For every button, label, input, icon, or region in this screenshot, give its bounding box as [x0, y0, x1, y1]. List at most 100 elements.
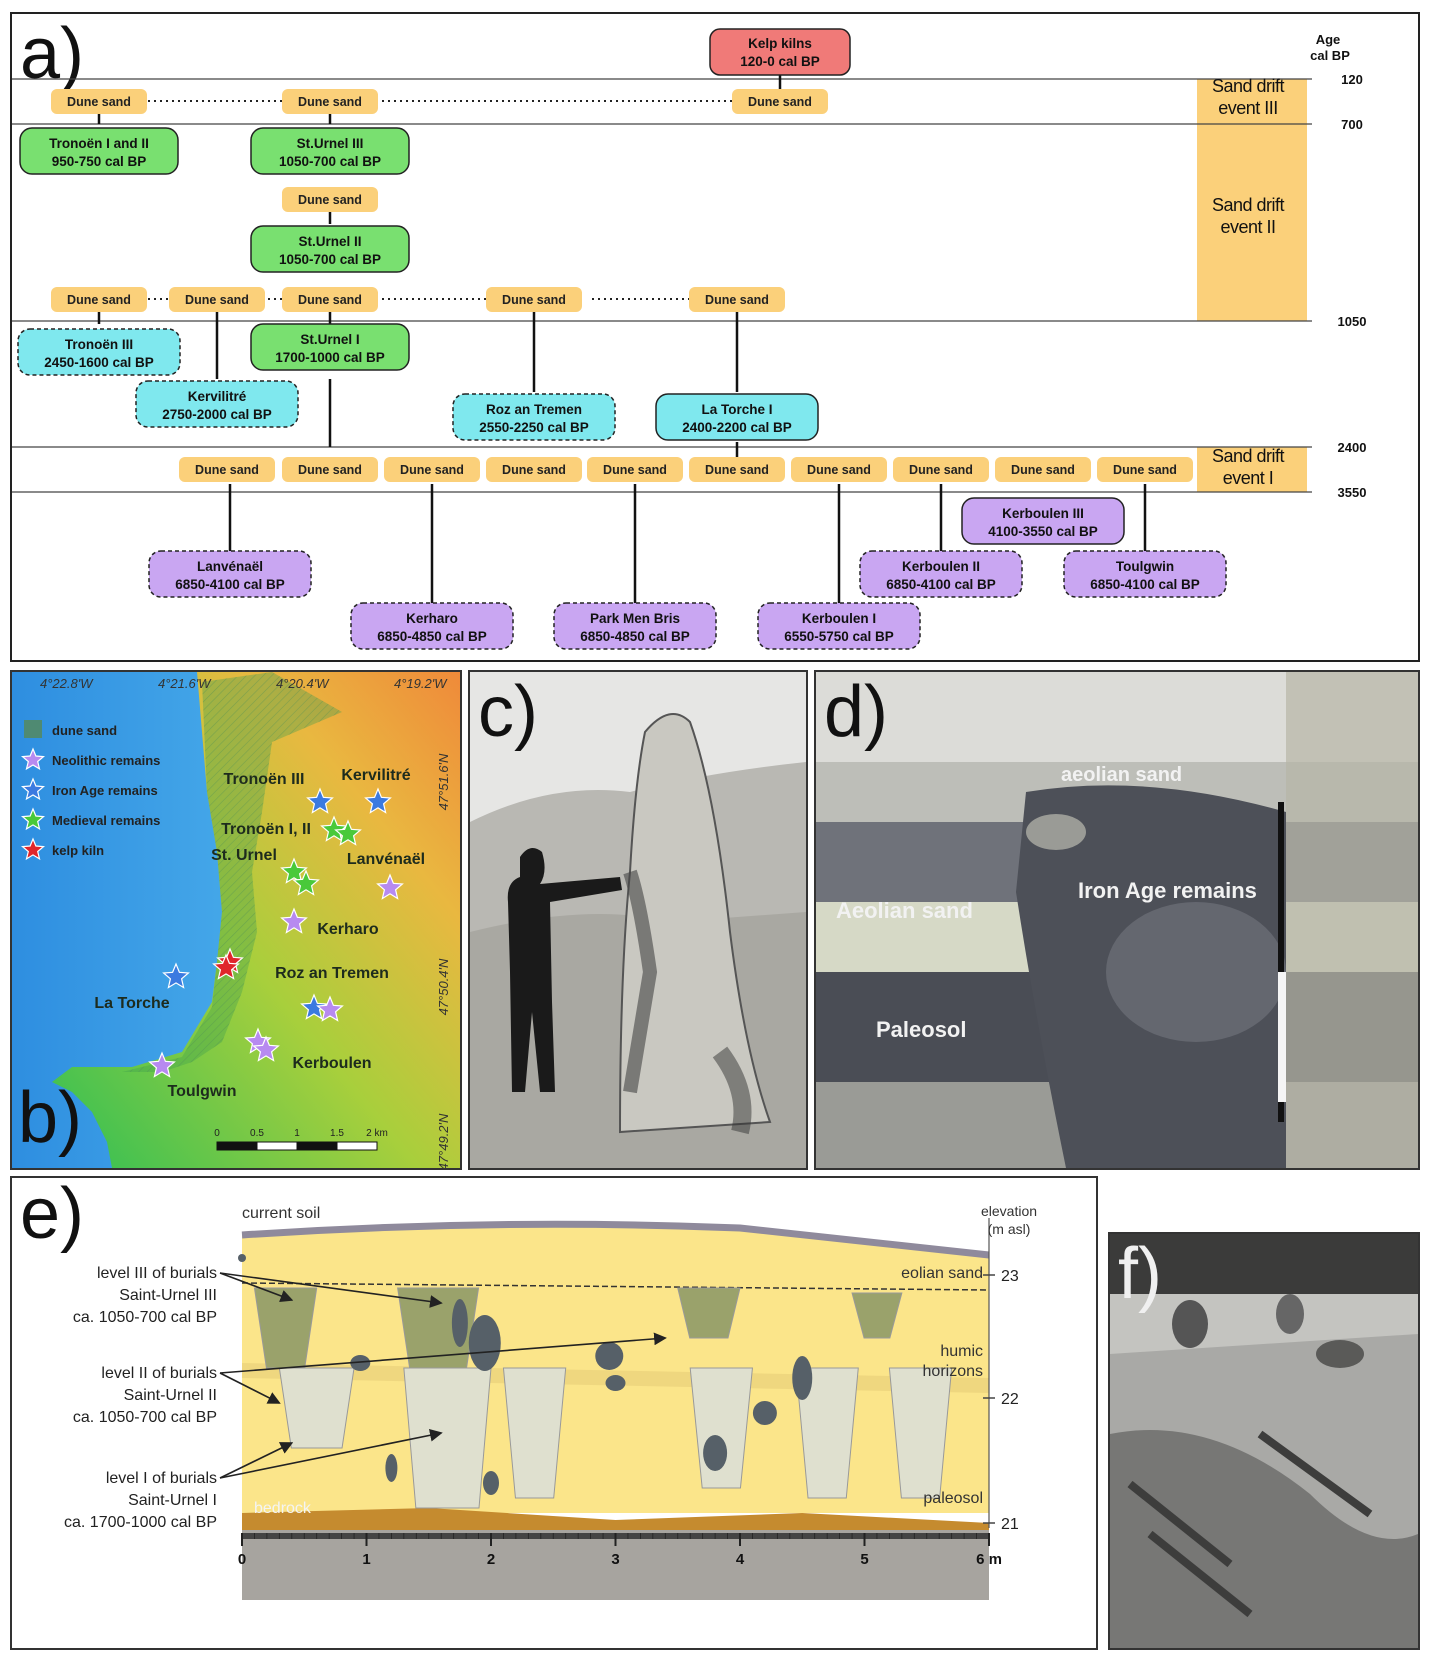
burial-level-arrow	[219, 1272, 443, 1308]
dune-sand-box: Dune sand	[282, 287, 378, 312]
burial-pit	[502, 1367, 567, 1499]
scale-label: 1	[294, 1128, 300, 1139]
burial-level-arrow	[219, 1428, 443, 1479]
site-box-kerharo: Kerharo 6850-4850 cal BP	[350, 602, 514, 650]
burial-pit	[851, 1292, 903, 1339]
svg-text:1050-700 cal BP: 1050-700 cal BP	[279, 252, 381, 267]
dune-sand-box: Dune sand	[791, 457, 887, 482]
svg-text:Toulgwin: Toulgwin	[1116, 559, 1174, 574]
burial-level-label: level I of burials	[106, 1470, 217, 1487]
svg-text:Kerboulen I: Kerboulen I	[802, 611, 876, 626]
sand-drift-event-name: event I	[1223, 468, 1274, 488]
scale-bar-segment	[256, 1141, 298, 1151]
person-silhouette	[507, 848, 622, 1092]
svg-text:Roz an Tremen: Roz an Tremen	[486, 402, 582, 417]
menhir-photo	[470, 672, 806, 1168]
burial-level-date: ca. 1700-1000 cal BP	[64, 1514, 217, 1531]
elevation-tick-label: 22	[1001, 1391, 1019, 1408]
sand-drift-event-label: Sand drift	[1212, 195, 1285, 215]
dune-sand-box: Dune sand	[995, 457, 1091, 482]
current-soil-label: current soil	[242, 1205, 320, 1222]
svg-text:4100-3550 cal BP: 4100-3550 cal BP	[988, 524, 1098, 539]
panel-c-photo: c)	[468, 670, 808, 1170]
svg-text:Kerharo: Kerharo	[406, 611, 458, 626]
longitude-label: 4°20.4'W	[276, 676, 330, 691]
legend-star-icon	[20, 777, 46, 801]
age-tick-label: 120	[1341, 72, 1363, 87]
svg-text:Dune sand: Dune sand	[298, 463, 362, 477]
svg-text:Dune sand: Dune sand	[502, 463, 566, 477]
burial-level-arrow	[219, 1332, 667, 1374]
site-star-icon	[280, 857, 308, 884]
svg-text:Dune sand: Dune sand	[807, 463, 871, 477]
humic-label: humic	[940, 1343, 983, 1360]
burial-level-arrow	[219, 1272, 294, 1303]
longitude-label: 4°19.2'W	[394, 676, 448, 691]
svg-text:La Torche I: La Torche I	[701, 402, 772, 417]
dune-sand-box: Dune sand	[1097, 457, 1193, 482]
place-label: La Torche	[94, 995, 169, 1012]
elevation-tick-label: 23	[1001, 1268, 1019, 1285]
dune-sand-box: Dune sand	[51, 89, 147, 114]
stone	[350, 1355, 371, 1371]
dune-sand-box: Dune sand	[282, 457, 378, 482]
x-tick-label: 0	[238, 1551, 246, 1568]
site-star-icon	[212, 953, 240, 980]
event-band-lower	[1197, 447, 1307, 492]
panel-f-label: f)	[1118, 1234, 1162, 1314]
sand-drift-event-label: Sand drift	[1212, 446, 1285, 466]
svg-text:6550-5750 cal BP: 6550-5750 cal BP	[784, 629, 894, 644]
site-star-icon	[280, 907, 308, 934]
x-tick-label: 5	[860, 1551, 868, 1568]
age-tick-label: 700	[1341, 117, 1363, 132]
scale-label: 0.5	[250, 1128, 264, 1139]
age-tick-label: 3550	[1338, 485, 1367, 500]
svg-text:Dune sand: Dune sand	[298, 193, 362, 207]
label-aeolian-sand: Aeolian sand	[836, 898, 973, 923]
latitude-label: 47°50.4'N	[436, 958, 451, 1015]
svg-text:120-0 cal BP: 120-0 cal BP	[740, 54, 820, 69]
svg-text:Dune sand: Dune sand	[603, 463, 667, 477]
svg-text:Dune sand: Dune sand	[1113, 463, 1177, 477]
stone	[451, 1299, 468, 1347]
dune-sand-box: Dune sand	[732, 89, 828, 114]
legend-label: Iron Age remains	[52, 783, 158, 798]
dune-sand-box: Dune sand	[587, 457, 683, 482]
dune-sand-box: Dune sand	[893, 457, 989, 482]
panel-e-label: e)	[20, 1176, 85, 1254]
site-star-icon	[306, 787, 334, 814]
longitude-label: 4°21.6'W	[158, 676, 212, 691]
site-star-icon	[334, 819, 362, 846]
place-label: Roz an Tremen	[275, 965, 389, 982]
scale-bar-segment	[216, 1141, 258, 1151]
sand-drift-event-name: event III	[1218, 98, 1278, 118]
paleosol-layer	[242, 1508, 989, 1533]
dune-sand-area	[122, 672, 342, 1072]
svg-text:Dune sand: Dune sand	[748, 95, 812, 109]
dune-sand-box: Dune sand	[179, 457, 275, 482]
x-tick-label: 4	[736, 1551, 745, 1568]
dune-sand-box: Dune sand	[689, 457, 785, 482]
site-star-icon	[292, 869, 320, 896]
stone	[238, 1254, 246, 1262]
dune-sand-box: Dune sand	[282, 187, 378, 212]
stone	[595, 1342, 624, 1370]
svg-text:Dune sand: Dune sand	[1011, 463, 1075, 477]
legend-label: Neolithic remains	[52, 753, 160, 768]
x-tick-label: 1	[362, 1551, 370, 1568]
svg-text:Dune sand: Dune sand	[705, 463, 769, 477]
svg-text:6850-4850 cal BP: 6850-4850 cal BP	[377, 629, 487, 644]
svg-text:2550-2250 cal BP: 2550-2250 cal BP	[479, 420, 589, 435]
place-label: Kervilitré	[341, 767, 410, 784]
svg-text:Dune sand: Dune sand	[400, 463, 464, 477]
stone	[483, 1471, 499, 1495]
svg-text:Kerboulen II: Kerboulen II	[902, 559, 980, 574]
bedrock-label: bedrock	[254, 1500, 312, 1517]
